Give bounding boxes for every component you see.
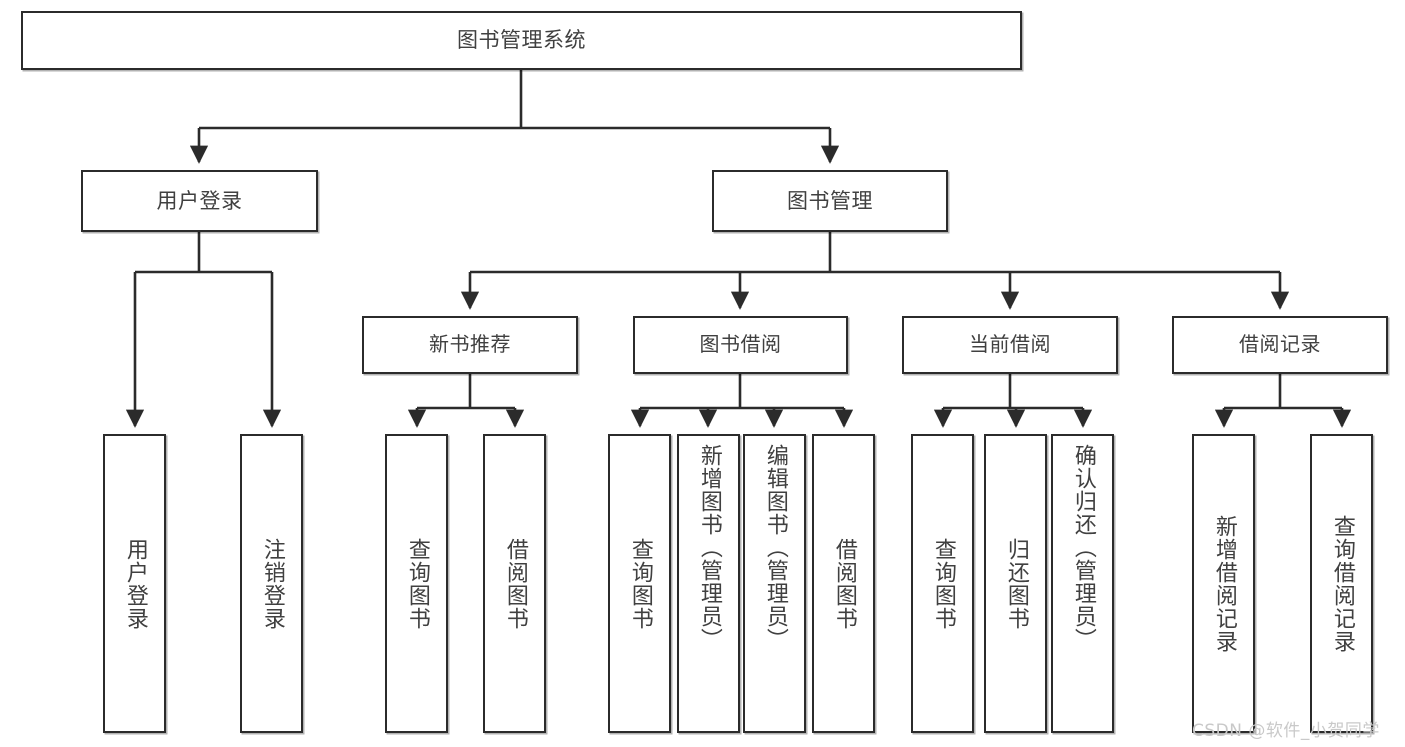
node-label: 图书借阅 [699,332,782,357]
node-label: 确认归还（管理员） [1070,444,1096,651]
node-leaf-query-book-rec[interactable]: 查询图书 [385,434,448,733]
node-label: 查询图书 [930,537,956,630]
node-label: 归还图书 [1003,537,1029,630]
node-borrow-record[interactable]: 借阅记录 [1172,316,1388,374]
node-label: 查询图书 [627,537,653,630]
node-leaf-add-borrow-rec[interactable]: 新增借阅记录 [1192,434,1255,733]
node-leaf-query-book-cur[interactable]: 查询图书 [911,434,974,733]
node-book-borrow[interactable]: 图书借阅 [633,316,848,374]
watermark: CSDN @软件_小贺同学 [1192,721,1380,741]
node-leaf-logout-login[interactable]: 注销登录 [240,434,303,733]
node-current-borrow[interactable]: 当前借阅 [902,316,1118,374]
node-leaf-return-book[interactable]: 归还图书 [984,434,1047,733]
node-leaf-edit-book-admin[interactable]: 编辑图书（管理员） [743,434,806,733]
node-new-book-recommend[interactable]: 新书推荐 [362,316,578,374]
node-leaf-borrow-book-rec[interactable]: 借阅图书 [483,434,546,733]
node-leaf-borrow-book-bor[interactable]: 借阅图书 [812,434,875,733]
node-label: 用户登录 [122,537,148,630]
node-label: 新增借阅记录 [1211,514,1237,653]
node-leaf-user-login[interactable]: 用户登录 [103,434,166,733]
node-label: 注销登录 [259,537,285,630]
node-leaf-confirm-return[interactable]: 确认归还（管理员） [1051,434,1114,733]
node-leaf-query-book-bor[interactable]: 查询图书 [608,434,671,733]
node-user-login[interactable]: 用户登录 [81,170,318,232]
node-leaf-add-book-admin[interactable]: 新增图书（管理员） [677,434,740,733]
node-label: 编辑图书（管理员） [762,444,788,651]
node-label: 图书管理系统 [457,28,586,53]
node-root-system[interactable]: 图书管理系统 [21,11,1022,70]
node-label: 查询图书 [404,537,430,630]
node-label: 新增图书（管理员） [696,444,722,651]
node-label: 查询借阅记录 [1329,514,1355,653]
node-label: 借阅图书 [502,537,528,630]
node-label: 新书推荐 [429,332,511,357]
node-label: 用户登录 [156,188,243,213]
node-label: 借阅图书 [831,537,857,630]
node-book-management[interactable]: 图书管理 [712,170,948,232]
node-label: 图书管理 [787,188,873,213]
node-label: 借阅记录 [1239,332,1321,357]
node-leaf-query-borrow-rec[interactable]: 查询借阅记录 [1310,434,1373,733]
node-label: 当前借阅 [969,332,1051,357]
